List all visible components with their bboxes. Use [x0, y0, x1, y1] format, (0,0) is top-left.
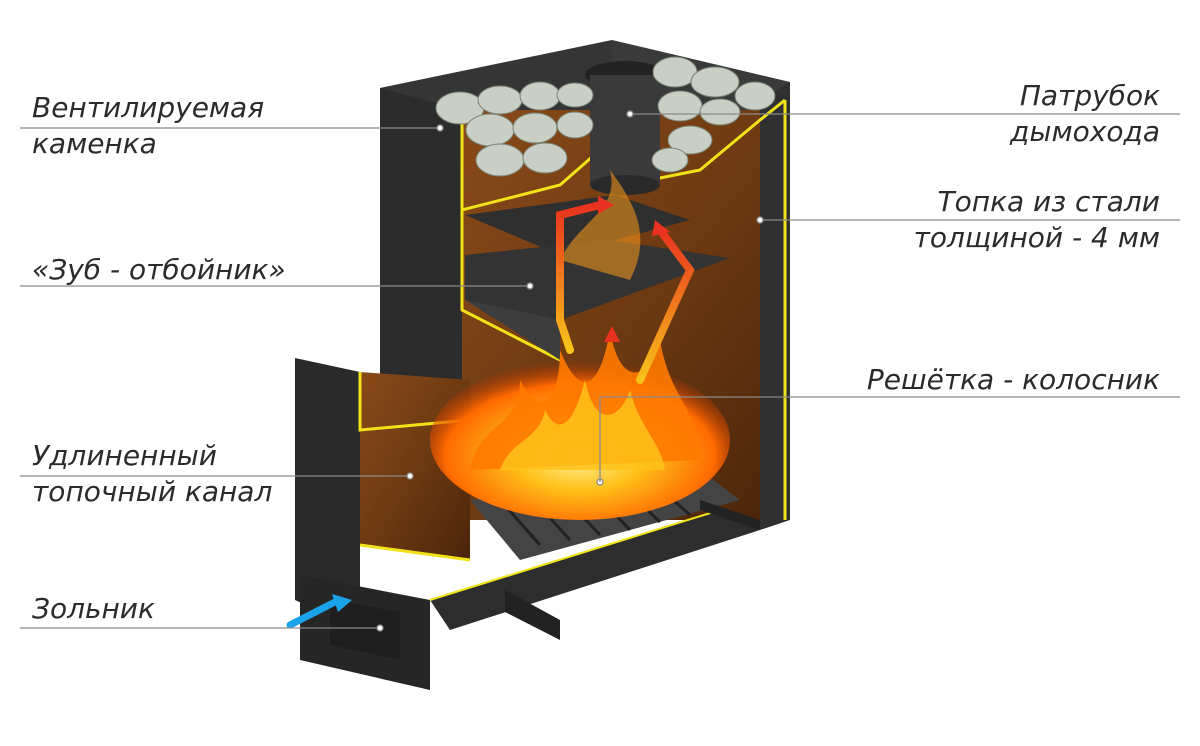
- label-grate-line1: Решётка - колосник: [866, 363, 1160, 396]
- label-extended-channel: Удлиненный топочный канал: [32, 438, 272, 510]
- label-tooth-deflector-line1: «Зуб - отбойник»: [32, 253, 286, 286]
- fire: [430, 170, 730, 520]
- label-firebox-steel-line2: толщиной - 4 мм: [913, 221, 1160, 254]
- label-chimney-pipe-line1: Патрубок: [1019, 79, 1160, 112]
- cold-air-arrows: [286, 444, 624, 629]
- label-grate: Решётка - колосник: [867, 362, 1160, 398]
- label-ash-pan-line1: Зольник: [32, 592, 155, 625]
- hot-air-arrows: [556, 196, 695, 384]
- label-stone-heater-line1: Вентилируемая: [32, 91, 265, 124]
- label-ash-pan: Зольник: [32, 591, 155, 627]
- label-firebox-steel-line1: Топка из стали: [937, 185, 1160, 218]
- label-extended-channel-line2: топочный канал: [32, 475, 273, 508]
- label-firebox-steel: Топка из стали толщиной - 4 мм: [914, 184, 1160, 256]
- label-chimney-pipe: Патрубок дымохода: [1010, 78, 1160, 150]
- label-extended-channel-line1: Удлиненный: [32, 439, 217, 472]
- leader-lines: [20, 110, 1180, 632]
- label-stone-heater-line2: каменка: [32, 127, 157, 160]
- label-chimney-pipe-line2: дымохода: [1010, 115, 1160, 148]
- label-stone-heater: Вентилируемая каменка: [32, 90, 264, 162]
- deflector-plates: [465, 195, 730, 360]
- chimney-pipe: [585, 61, 665, 195]
- label-tooth-deflector: «Зуб - отбойник»: [32, 252, 286, 288]
